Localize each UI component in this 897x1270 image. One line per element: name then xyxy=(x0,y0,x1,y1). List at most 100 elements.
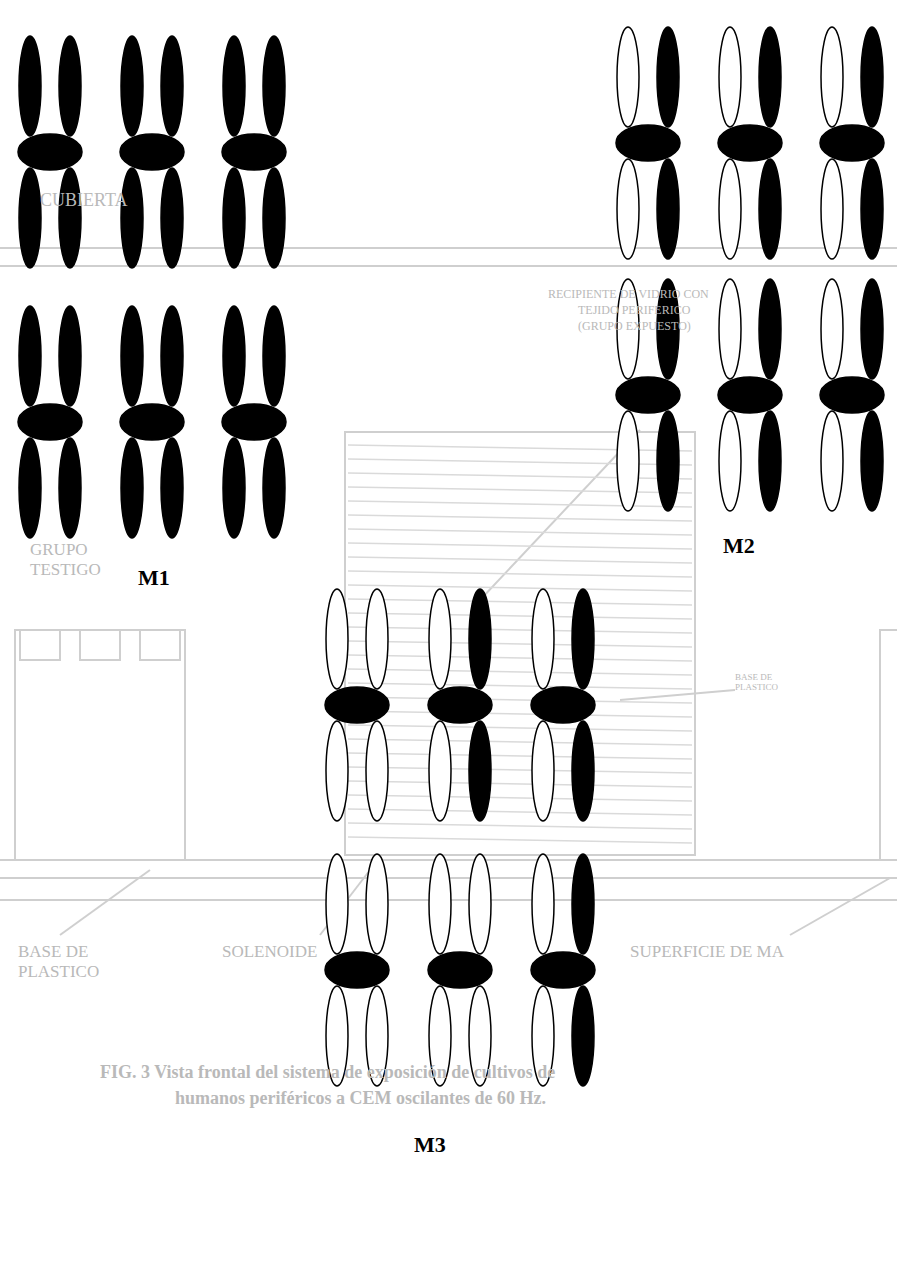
dark-chromatid xyxy=(861,27,883,127)
light-chromatid xyxy=(617,27,639,127)
centromere xyxy=(325,687,389,723)
chromosome xyxy=(820,27,884,259)
dark-chromatid xyxy=(223,168,245,268)
light-chromatid xyxy=(532,854,554,954)
chromosome xyxy=(325,589,389,821)
light-chromatid xyxy=(366,721,388,821)
chromosome xyxy=(325,854,389,1086)
light-chromatid xyxy=(326,854,348,954)
dark-chromatid xyxy=(759,411,781,511)
centromere xyxy=(820,377,884,413)
light-chromatid xyxy=(719,159,741,259)
background-label: BASE DE PLASTICO xyxy=(735,672,787,693)
chromosome xyxy=(120,36,184,268)
dark-chromatid xyxy=(59,438,81,538)
dark-chromatid xyxy=(19,168,41,268)
group-label: M1 xyxy=(138,565,170,590)
chromosome xyxy=(820,279,884,511)
chromosome xyxy=(18,36,82,268)
dark-chromatid xyxy=(572,721,594,821)
centromere xyxy=(222,404,286,440)
chromosome xyxy=(18,306,82,538)
dark-chromatid xyxy=(861,411,883,511)
group-label: M2 xyxy=(723,533,755,558)
dark-chromatid xyxy=(469,721,491,821)
centromere xyxy=(428,952,492,988)
dark-chromatid xyxy=(572,589,594,689)
dark-chromatid xyxy=(161,168,183,268)
dark-chromatid xyxy=(121,306,143,406)
light-chromatid xyxy=(532,721,554,821)
chromosome xyxy=(616,27,680,259)
chromosome xyxy=(428,589,492,821)
dark-chromatid xyxy=(121,168,143,268)
light-chromatid xyxy=(617,411,639,511)
dark-chromatid xyxy=(223,438,245,538)
background-label: (GRUPO EXPUESTO) xyxy=(578,320,691,334)
dark-chromatid xyxy=(121,438,143,538)
light-chromatid xyxy=(719,411,741,511)
dark-chromatid xyxy=(469,589,491,689)
light-chromatid xyxy=(366,589,388,689)
centromere xyxy=(120,404,184,440)
background-label: CUBIERTA xyxy=(40,190,127,211)
centromere xyxy=(18,134,82,170)
light-chromatid xyxy=(429,589,451,689)
centromere xyxy=(718,377,782,413)
chromosome xyxy=(531,854,595,1086)
chromosome xyxy=(222,36,286,268)
light-chromatid xyxy=(326,589,348,689)
background-label: RECIPIENTE DE VIDRIO CON xyxy=(548,288,709,302)
dark-chromatid xyxy=(263,36,285,136)
background-label: SOLENOIDE xyxy=(222,942,317,962)
dark-chromatid xyxy=(223,36,245,136)
dark-chromatid xyxy=(759,159,781,259)
chromosome xyxy=(718,27,782,259)
dark-chromatid xyxy=(861,279,883,379)
centromere xyxy=(616,377,680,413)
dark-chromatid xyxy=(572,986,594,1086)
dark-chromatid xyxy=(59,306,81,406)
dark-chromatid xyxy=(657,411,679,511)
light-chromatid xyxy=(821,279,843,379)
background-label: SUPERFICIE DE MA xyxy=(630,942,784,962)
dark-chromatid xyxy=(161,306,183,406)
light-chromatid xyxy=(366,854,388,954)
dark-chromatid xyxy=(759,27,781,127)
light-chromatid xyxy=(532,589,554,689)
centromere xyxy=(325,952,389,988)
dark-chromatid xyxy=(59,36,81,136)
centromere xyxy=(718,125,782,161)
dark-chromatid xyxy=(19,438,41,538)
centromere xyxy=(820,125,884,161)
light-chromatid xyxy=(469,854,491,954)
dark-chromatid xyxy=(572,854,594,954)
light-chromatid xyxy=(429,721,451,821)
light-chromatid xyxy=(719,279,741,379)
background-label: TEJIDO PERIFERICO xyxy=(578,304,690,318)
background-label: BASE DE PLASTICO xyxy=(18,942,148,981)
figure-caption: humanos periféricos a CEM oscilantes de … xyxy=(175,1088,546,1109)
figure-caption: FIG. 3 Vista frontal del sistema de expo… xyxy=(100,1062,555,1083)
dark-chromatid xyxy=(19,36,41,136)
light-chromatid xyxy=(429,854,451,954)
light-chromatid xyxy=(821,159,843,259)
centromere xyxy=(531,687,595,723)
chromosome xyxy=(718,279,782,511)
centromere xyxy=(18,404,82,440)
chromosome xyxy=(120,306,184,538)
dark-chromatid xyxy=(263,306,285,406)
dark-chromatid xyxy=(861,159,883,259)
light-chromatid xyxy=(821,411,843,511)
light-chromatid xyxy=(617,159,639,259)
chromosome xyxy=(531,589,595,821)
centromere xyxy=(428,687,492,723)
group-label: M3 xyxy=(414,1132,446,1157)
dark-chromatid xyxy=(657,159,679,259)
dark-chromatid xyxy=(759,279,781,379)
centromere xyxy=(531,952,595,988)
light-chromatid xyxy=(719,27,741,127)
dark-chromatid xyxy=(263,168,285,268)
chromosome xyxy=(222,306,286,538)
